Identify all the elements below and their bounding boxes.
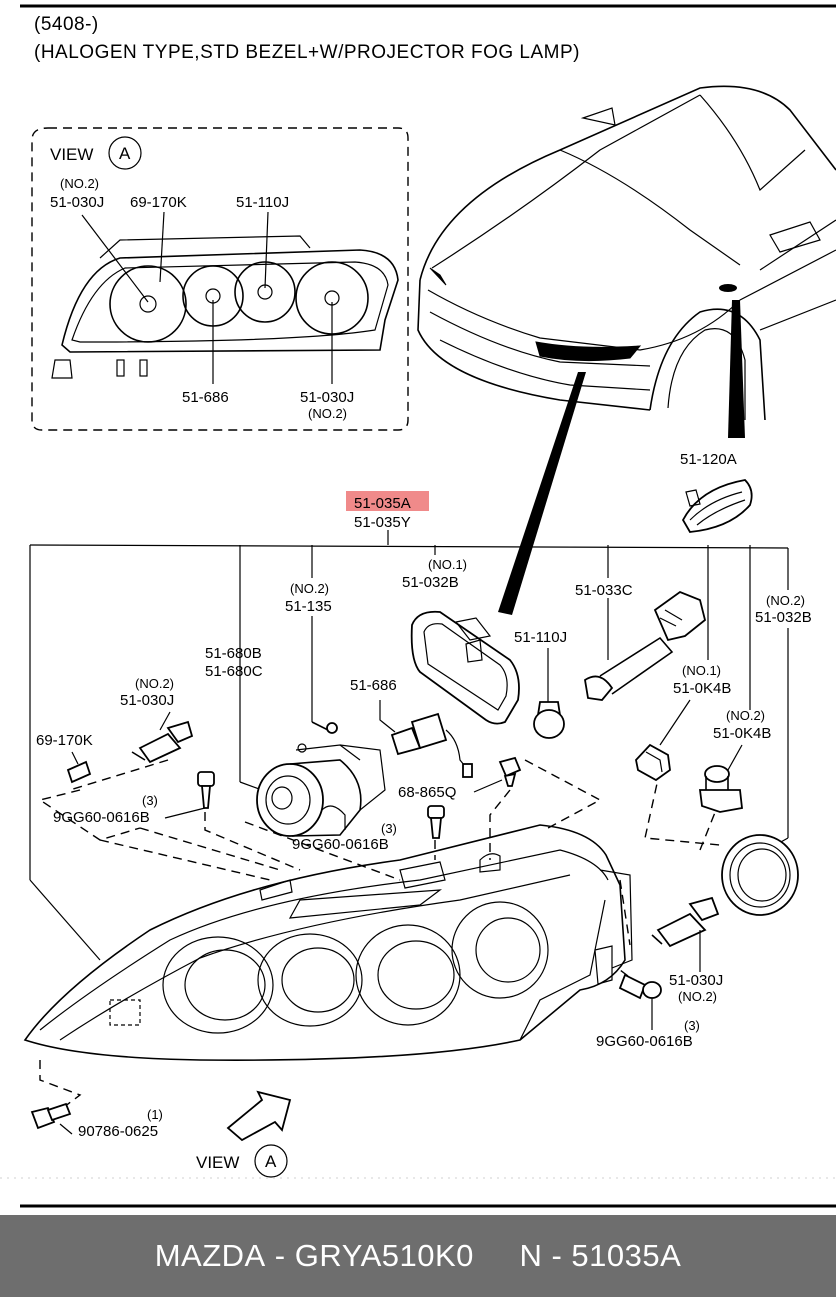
part-51-030j-a[interactable]: 51-030J bbox=[120, 692, 174, 709]
part-no1-a: (NO.1) bbox=[428, 557, 467, 572]
inset-51-030j-top: 51-030J bbox=[50, 194, 104, 211]
footer-gap bbox=[474, 1238, 520, 1274]
inset-view-label: VIEW bbox=[50, 145, 93, 164]
footer-brand: MAZDA bbox=[154, 1238, 266, 1273]
footer-separator-2: - bbox=[542, 1238, 572, 1273]
part-no2-d: (NO.2) bbox=[135, 676, 174, 691]
bulb-69-170k bbox=[66, 751, 92, 784]
clip-68-865q bbox=[473, 756, 522, 793]
part-68-865q[interactable]: 68-865Q bbox=[398, 784, 456, 801]
highlighted-part-marker bbox=[346, 491, 429, 511]
bulb-51-030j-lower bbox=[651, 896, 720, 972]
projector-unit bbox=[256, 743, 386, 837]
view-a-arrow: VIEW A bbox=[196, 1090, 292, 1178]
socket-51-033c bbox=[584, 590, 707, 701]
part-51-032b-b[interactable]: 51-032B bbox=[755, 609, 812, 626]
part-69-170k[interactable]: 69-170K bbox=[36, 732, 93, 749]
part-qty-3a: (3) bbox=[142, 793, 158, 808]
part-9gg60-c[interactable]: 9GG60-0616B bbox=[596, 1033, 693, 1050]
part-51-0k4b-a[interactable]: 51-0K4B bbox=[673, 680, 731, 697]
car-illustration bbox=[417, 85, 836, 615]
footer-separator-1: - bbox=[265, 1238, 295, 1273]
part-51-0k4b-b[interactable]: 51-0K4B bbox=[713, 725, 771, 742]
screw-51-135 bbox=[311, 721, 338, 734]
part-51-033c[interactable]: 51-033C bbox=[575, 582, 633, 599]
inset-view-a: VIEW A (NO.2) 51-030J 69-170K 51-110J 51… bbox=[31, 127, 409, 431]
part-51-120a[interactable]: 51-120A bbox=[680, 451, 737, 468]
part-51-686[interactable]: 51-686 bbox=[350, 677, 397, 694]
part-51-680b[interactable]: 51-680B bbox=[205, 645, 262, 662]
part-qty-3b: (3) bbox=[381, 821, 397, 836]
header-code: (5408-) bbox=[34, 14, 99, 35]
inset-view-letter: A bbox=[119, 144, 131, 163]
part-qty-1: (1) bbox=[147, 1107, 163, 1122]
bulb-51-030j-upper bbox=[131, 711, 194, 764]
bulb-51-686 bbox=[379, 700, 473, 778]
part-qty-3c: (3) bbox=[684, 1018, 700, 1033]
footer-bar: MAZDA - GRYA510K0 N - 51035A bbox=[0, 1215, 836, 1297]
inset-51-686: 51-686 bbox=[182, 389, 229, 406]
part-no1-b: (NO.1) bbox=[682, 663, 721, 678]
bottom-view-label: VIEW bbox=[196, 1153, 239, 1172]
inset-no2-top: (NO.2) bbox=[60, 176, 99, 191]
connector-51-0k4b-no1 bbox=[635, 699, 691, 782]
parts-diagram: (5408-) (HALOGEN TYPE,STD BEZEL+W/PROJEC… bbox=[0, 4, 836, 1208]
part-51-035a[interactable]: 51-035A bbox=[354, 495, 411, 512]
part-no2-c: (NO.2) bbox=[726, 708, 765, 723]
part-51-135[interactable]: 51-135 bbox=[285, 598, 332, 615]
bolt-90786 bbox=[30, 1102, 73, 1135]
part-no2-e: (NO.2) bbox=[678, 989, 717, 1004]
part-no2-b: (NO.2) bbox=[290, 581, 329, 596]
socket-51-0k4b-no2 bbox=[698, 744, 743, 813]
bottom-view-letter: A bbox=[265, 1152, 277, 1171]
screw-9gg60-c bbox=[618, 973, 662, 1030]
part-51-680c[interactable]: 51-680C bbox=[205, 663, 263, 680]
side-marker bbox=[681, 479, 753, 533]
inset-69-170k: 69-170K bbox=[130, 194, 187, 211]
bulb-51-110j bbox=[533, 648, 565, 739]
headlamp-housing bbox=[23, 824, 633, 1061]
part-51-032b-a[interactable]: 51-032B bbox=[402, 574, 459, 591]
part-51-035y[interactable]: 51-035Y bbox=[354, 514, 411, 531]
part-no2-a: (NO.2) bbox=[766, 593, 805, 608]
part-9gg60-b[interactable]: 9GG60-0616B bbox=[292, 836, 389, 853]
footer-oem-number: GRYA510K0 bbox=[294, 1238, 474, 1273]
assembly-bracket bbox=[29, 530, 789, 961]
part-51-030j-b[interactable]: 51-030J bbox=[669, 972, 723, 989]
header-description: (HALOGEN TYPE,STD BEZEL+W/PROJECTOR FOG … bbox=[34, 42, 580, 63]
part-9gg60-a[interactable]: 9GG60-0616B bbox=[53, 809, 150, 826]
screw-9gg60-a bbox=[164, 771, 215, 819]
inset-no2-bottom: (NO.2) bbox=[308, 406, 347, 421]
footer-part-number: 51035A bbox=[571, 1238, 682, 1273]
part-90786[interactable]: 90786-0625 bbox=[78, 1123, 158, 1140]
cap-51-032b-no2 bbox=[721, 834, 799, 916]
screw-9gg60-b bbox=[427, 805, 445, 839]
inset-51-110j: 51-110J bbox=[236, 194, 289, 211]
footer-n-label: N bbox=[519, 1238, 543, 1273]
inset-51-030j-bottom: 51-030J bbox=[300, 389, 354, 406]
part-51-110j[interactable]: 51-110J bbox=[514, 629, 567, 646]
bracket-51-032b-no1 bbox=[410, 610, 520, 725]
